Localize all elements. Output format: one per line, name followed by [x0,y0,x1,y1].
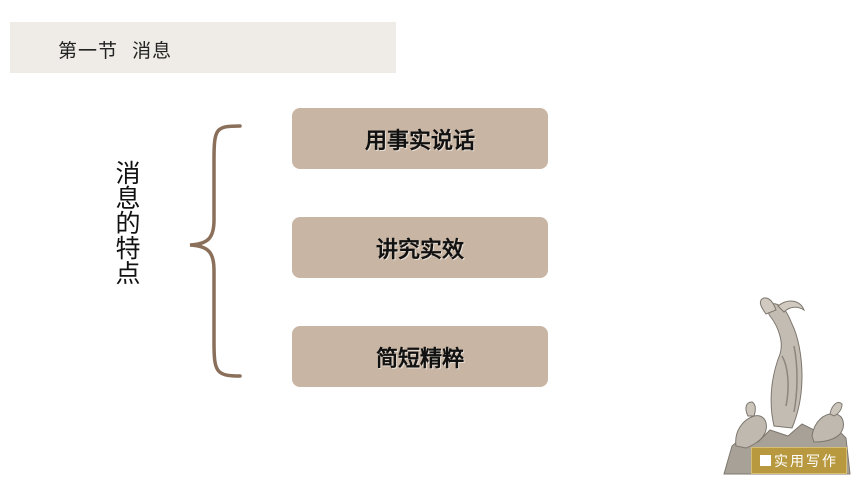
header-bar [10,22,396,73]
feature-box-effectiveness[interactable]: 讲究实效 [292,217,548,278]
category-badge: 实用写作 [751,447,847,474]
badge-label: 实用写作 [774,453,838,470]
curly-brace-icon [189,124,242,378]
section-title: 第一节 消息 [58,40,173,62]
feature-box-fact[interactable]: 用事实说话 [292,108,548,169]
square-bullet-icon [760,455,771,466]
topic-label: 消息的特点 [112,160,141,285]
feature-box-concise[interactable]: 简短精粹 [292,326,548,387]
